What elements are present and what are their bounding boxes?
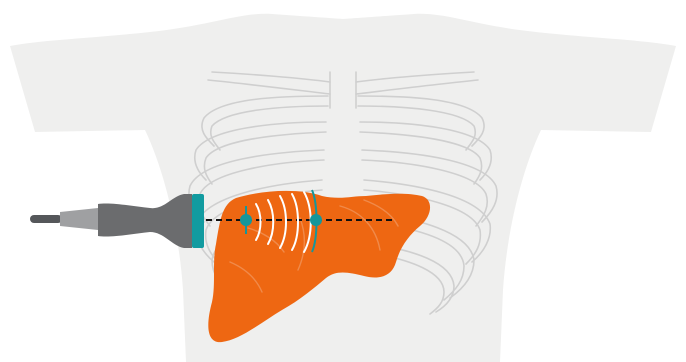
- ultrasound-probe-icon: [30, 194, 204, 248]
- torso-silhouette-icon: [10, 14, 676, 362]
